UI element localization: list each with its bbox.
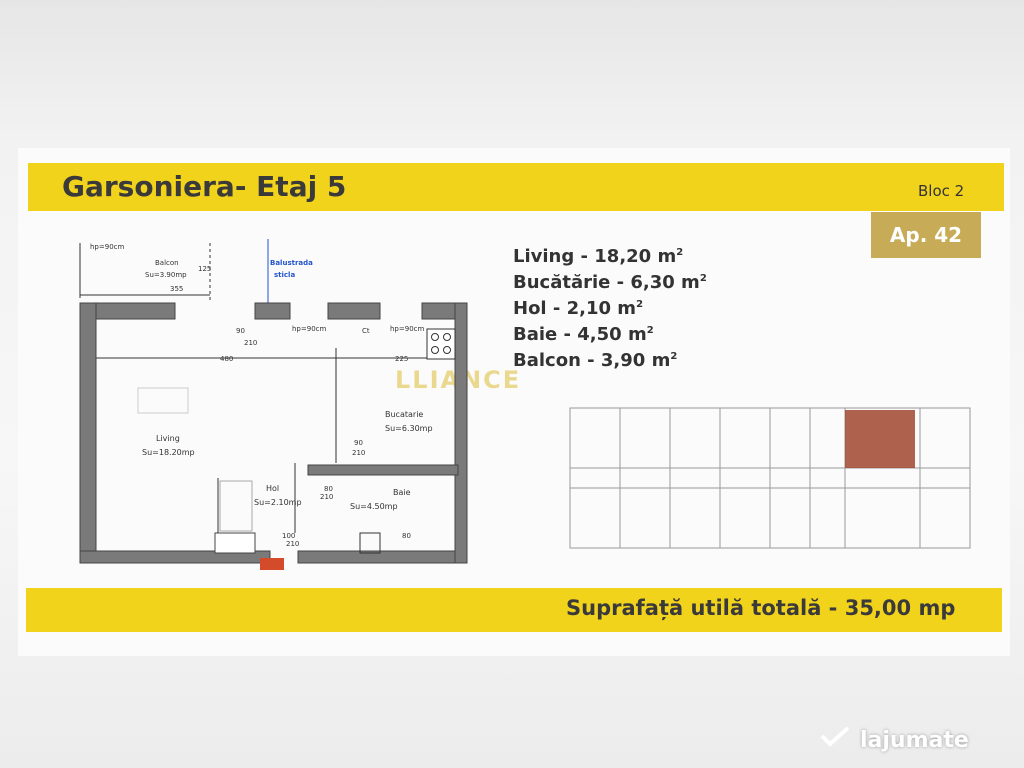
building-mini-plan bbox=[569, 407, 971, 549]
room-area: 18,20 m bbox=[594, 246, 677, 267]
label-door-baie-w: 80 bbox=[324, 485, 333, 493]
label-dim-kitchen: 225 bbox=[395, 355, 408, 363]
wardrobe-icon bbox=[219, 480, 253, 532]
room-area: 4,50 m bbox=[577, 324, 647, 345]
highlighted-apartment bbox=[845, 410, 915, 468]
apartment-badge: Ap. 42 bbox=[871, 212, 981, 258]
room-area-list: Living - 18,20 m2 Bucătărie - 6,30 m2 Ho… bbox=[513, 240, 707, 371]
label-door-side: 80 bbox=[402, 532, 411, 540]
burner-icon bbox=[431, 346, 439, 354]
label-door-balcon-h: 210 bbox=[244, 339, 257, 347]
label-living: Living bbox=[156, 434, 180, 443]
room-name: Living bbox=[513, 246, 575, 267]
room-row-balcon: Balcon - 3,90 m2 bbox=[513, 350, 678, 371]
sofa-icon bbox=[137, 387, 189, 414]
label-door-entry-h: 210 bbox=[286, 540, 299, 548]
room-name: Balcon bbox=[513, 350, 581, 371]
total-bar bbox=[26, 588, 1002, 632]
label-door-balcon-w: 90 bbox=[236, 327, 245, 335]
room-name: Hol bbox=[513, 298, 547, 319]
wall-bottom-left bbox=[79, 550, 271, 564]
stove-icon bbox=[426, 328, 456, 360]
label-baie-area: Su=4.50mp bbox=[350, 502, 398, 511]
burner-icon bbox=[443, 346, 451, 354]
floor-plan: hp=90cm Balcon Su=3.90mp 355 125 Balustr… bbox=[79, 239, 468, 570]
room-row-living: Living - 18,20 m2 bbox=[513, 246, 684, 267]
brochure-sheet bbox=[18, 148, 1010, 656]
label-hp-window-1: hp=90cm bbox=[292, 325, 327, 333]
entrance-arrow-icon bbox=[260, 558, 284, 570]
wall-left bbox=[79, 302, 97, 564]
closet-block bbox=[214, 532, 256, 554]
room-unit: 2 bbox=[676, 247, 684, 258]
room-row-baie: Baie - 4,50 m2 bbox=[513, 324, 654, 345]
total-area: Suprafață utilă totală - 35,00 mp bbox=[566, 596, 956, 620]
site-logo-icon bbox=[820, 726, 850, 747]
label-baie: Baie bbox=[393, 488, 411, 497]
room-area: 3,90 m bbox=[600, 350, 671, 371]
wall-right bbox=[454, 302, 468, 564]
room-name: Bucătărie bbox=[513, 272, 611, 293]
room-row-hol: Hol - 2,10 m2 bbox=[513, 298, 644, 319]
wall-bottom-right bbox=[297, 550, 466, 564]
page-title: Garsoniera- Etaj 5 bbox=[62, 170, 347, 203]
room-unit: 2 bbox=[699, 273, 707, 284]
title-bar bbox=[28, 163, 1004, 211]
sink-icon bbox=[359, 532, 381, 554]
building-label: Bloc 2 bbox=[918, 182, 965, 200]
label-balcon-area: Su=3.90mp bbox=[145, 271, 187, 279]
wall-kitchen-bath bbox=[307, 464, 459, 476]
room-area: 2,10 m bbox=[566, 298, 637, 319]
burner-icon bbox=[431, 333, 439, 341]
label-balcon-depth: 125 bbox=[198, 265, 211, 273]
room-row-bucatarie: Bucătărie - 6,30 m2 bbox=[513, 272, 707, 293]
room-unit: 2 bbox=[636, 299, 644, 310]
label-living-area: Su=18.20mp bbox=[142, 448, 195, 457]
label-door-entry-w: 100 bbox=[282, 532, 295, 540]
label-dim-living: 480 bbox=[220, 355, 233, 363]
room-area: 6,30 m bbox=[630, 272, 700, 293]
room-unit: 2 bbox=[646, 325, 654, 336]
label-door-baie-h: 210 bbox=[320, 493, 333, 501]
burner-icon bbox=[443, 333, 451, 341]
label-door-kitchen-h: 210 bbox=[352, 449, 365, 457]
room-name: Baie bbox=[513, 324, 558, 345]
apartment-number: Ap. 42 bbox=[889, 223, 963, 247]
label-balcon: Balcon bbox=[155, 259, 179, 267]
label-hp-top: hp=90cm bbox=[90, 243, 125, 251]
label-door-kitchen-w: 90 bbox=[354, 439, 363, 447]
wall-top-right bbox=[327, 302, 381, 320]
label-hol-area: Su=2.10mp bbox=[254, 498, 302, 507]
label-bucatarie: Bucatarie bbox=[385, 410, 423, 419]
label-balcon-width: 355 bbox=[170, 285, 183, 293]
wall-top-mid bbox=[254, 302, 291, 320]
label-balustrada: Balustrada bbox=[270, 259, 313, 267]
label-sticla: sticla bbox=[274, 271, 295, 279]
room-unit: 2 bbox=[670, 351, 678, 362]
label-ct: Ct bbox=[362, 327, 370, 335]
label-hol: Hol bbox=[266, 484, 279, 493]
site-watermark: lajumate bbox=[860, 728, 969, 753]
label-hp-window-2: hp=90cm bbox=[390, 325, 425, 333]
label-bucatarie-area: Su=6.30mp bbox=[385, 424, 433, 433]
